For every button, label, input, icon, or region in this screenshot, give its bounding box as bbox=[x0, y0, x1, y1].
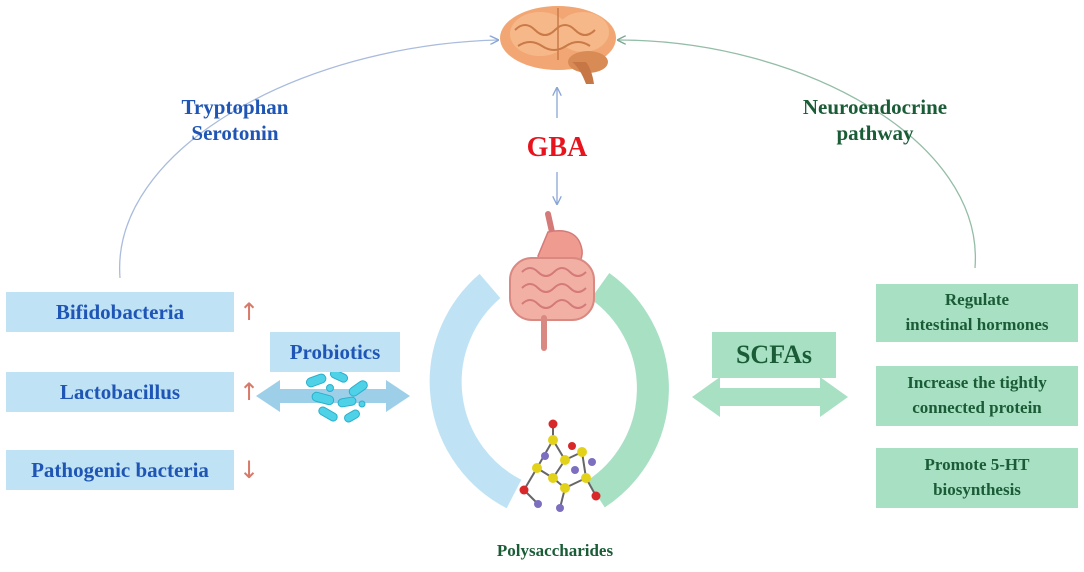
right-pathway-line1: Neuroendocrine bbox=[802, 95, 948, 119]
right-pathway-curve bbox=[618, 40, 976, 269]
effect-hormones-line1: Regulate bbox=[944, 290, 1010, 310]
effect-tight-junction-line1: Increase the tightly bbox=[907, 373, 1047, 393]
bacteria-box-pathogenic: Pathogenic bacteria bbox=[6, 450, 234, 490]
scfas-label: SCFAs bbox=[712, 332, 836, 378]
polysaccharides-label: Polysaccharides bbox=[496, 541, 614, 560]
effect-box-5ht: Promote 5-HT biosynthesis bbox=[876, 448, 1078, 508]
brain-icon bbox=[500, 6, 616, 84]
effect-5ht-line2: biosynthesis bbox=[933, 480, 1021, 499]
left-pathway-line1: Tryptophan bbox=[181, 95, 289, 119]
left-pathway-label: Tryptophan Serotonin bbox=[160, 94, 310, 147]
gba-label: GBA bbox=[526, 132, 588, 163]
effect-hormones-line2: intestinal hormones bbox=[905, 315, 1049, 334]
polysaccharide-molecule-icon bbox=[519, 419, 601, 512]
scfas-double-arrow bbox=[692, 377, 848, 417]
bacteria-box-bifidobacteria: Bifidobacteria bbox=[6, 292, 234, 332]
right-pathway-line2: pathway bbox=[836, 121, 914, 146]
digestive-system-icon bbox=[509, 211, 595, 351]
trend-arrow-pathogenic: ↓ bbox=[239, 456, 260, 484]
left-pathway-curve bbox=[119, 40, 498, 279]
blue-ring-arc bbox=[429, 273, 522, 509]
effect-tight-junction-line2: connected protein bbox=[912, 398, 1042, 417]
probiotics-double-arrow bbox=[256, 380, 410, 412]
right-pathway-label: Neuroendocrine pathway bbox=[790, 94, 960, 147]
bacteria-box-lactobacillus: Lactobacillus bbox=[6, 372, 234, 412]
probiotics-label: Probiotics bbox=[270, 332, 400, 372]
trend-arrow-bifidobacteria: ↑ bbox=[239, 298, 260, 326]
trend-arrow-lactobacillus: ↑ bbox=[239, 378, 260, 406]
effect-box-tight-junction: Increase the tightly connected protein bbox=[876, 366, 1078, 426]
green-ring-arc bbox=[586, 272, 669, 508]
left-pathway-line2: Serotonin bbox=[191, 121, 279, 146]
probiotic-bacteria-icon bbox=[306, 369, 368, 423]
effect-5ht-line1: Promote 5-HT bbox=[924, 455, 1030, 475]
effect-box-hormones: Regulate intestinal hormones bbox=[876, 284, 1078, 342]
